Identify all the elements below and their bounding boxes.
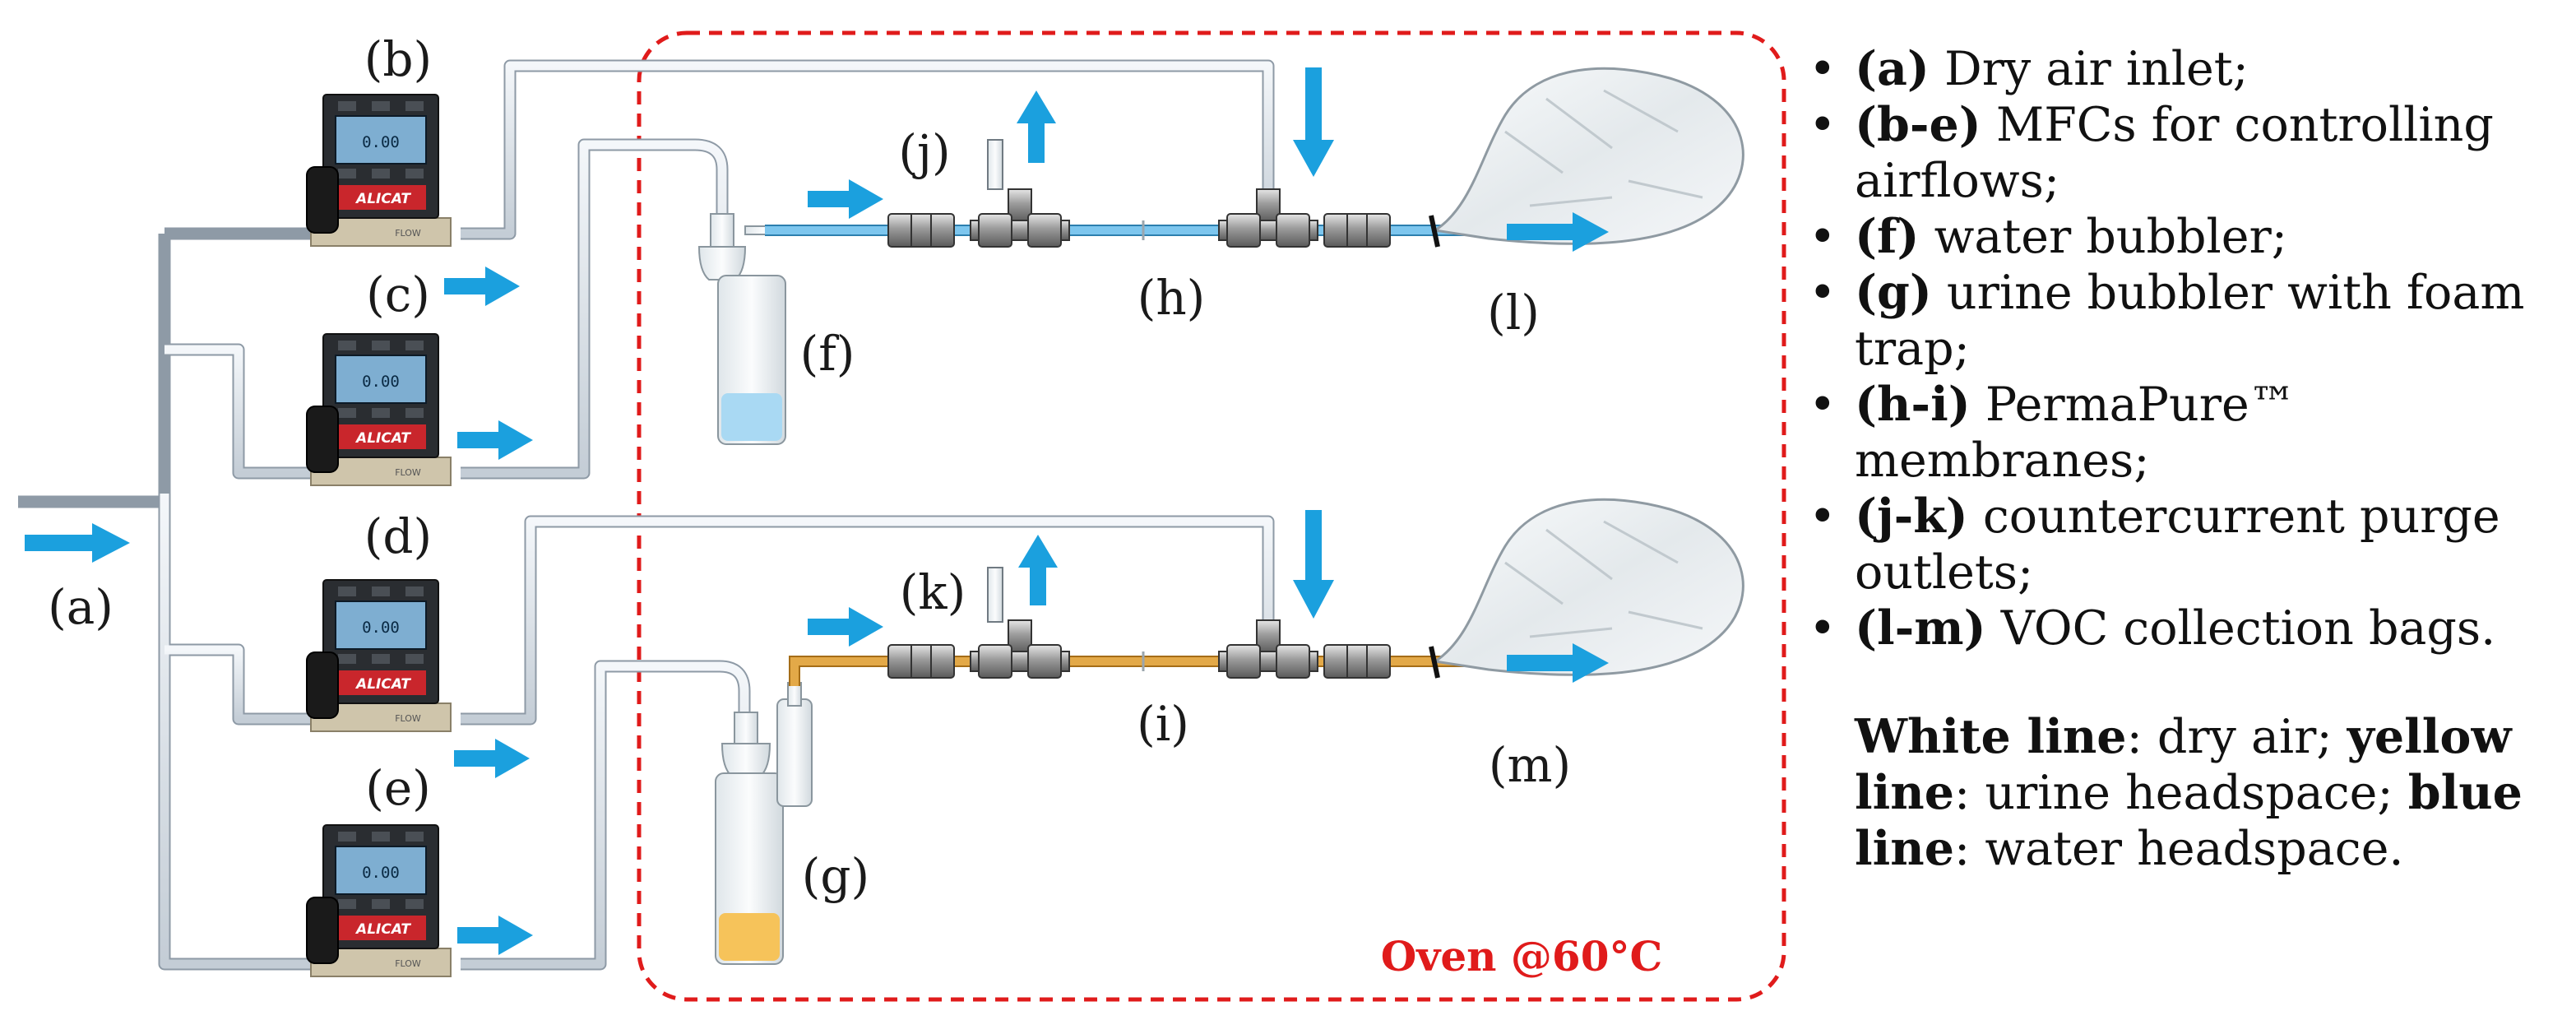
- voc-bag-m: [1429, 498, 1744, 679]
- oven-label: Oven @60°C: [1381, 932, 1663, 981]
- mfc-brand-label: ALICAT: [354, 430, 411, 447]
- legend-key: (a): [1855, 41, 1930, 96]
- label-e: (e): [365, 760, 431, 816]
- note-key-yellow: yellow line: [1855, 709, 2512, 820]
- union-left-i: [887, 644, 955, 679]
- mfc-display-value: 0.00: [362, 619, 400, 637]
- legend-item: (h-i) PermaPure™ membranes;: [1797, 377, 2570, 489]
- arrow-right-icon: [444, 267, 520, 306]
- legend-item: (a) Dry air inlet;: [1797, 41, 2570, 97]
- union-right-i: [1323, 644, 1391, 679]
- arrow-right-icon: [1507, 643, 1609, 683]
- label-b: (b): [364, 31, 432, 87]
- purge-outlet-k: [987, 567, 1003, 623]
- legend-item: (g) urine bubbler with foam trap;: [1797, 265, 2570, 377]
- mfc-display-value: 0.00: [362, 133, 400, 151]
- arrow-right-icon: [808, 179, 883, 219]
- legend-key: (b-e): [1855, 97, 1981, 152]
- mfc-brand-label: ALICAT: [354, 191, 411, 207]
- label-a: (a): [48, 579, 114, 635]
- mfc-flow-label: FLOW: [395, 467, 421, 478]
- legend-text: water bubbler;: [1934, 210, 2287, 264]
- voc-bag-l: [1429, 67, 1744, 248]
- legend-text: Dry air inlet;: [1944, 42, 2249, 96]
- legend-key: (f): [1855, 209, 1920, 264]
- label-f: (f): [800, 326, 855, 382]
- mfc-flow-label: FLOW: [395, 228, 421, 239]
- note-text-yellow: : urine headspace;: [1954, 766, 2393, 820]
- arrow-up-icon: [1017, 90, 1056, 163]
- mfc-brand-label: ALICAT: [354, 676, 411, 693]
- tee-right-h: [1218, 188, 1318, 248]
- arrow-right-icon: [1507, 212, 1609, 252]
- label-j: (j): [898, 124, 950, 180]
- note-text-water: water headspace.: [1985, 822, 2404, 876]
- label-k: (k): [900, 564, 966, 620]
- union-right-h: [1323, 213, 1391, 248]
- note-text-white: : dry air;: [2126, 710, 2333, 764]
- label-g: (g): [802, 848, 869, 904]
- label-m: (m): [1489, 737, 1571, 793]
- mfc-b: 0.00 ALICAT FLOW: [306, 94, 452, 247]
- purge-outlet-j: [987, 139, 1003, 190]
- mfc-e: 0.00 ALICAT FLOW: [306, 824, 452, 977]
- legend-list: (a) Dry air inlet; (b-e) MFCs for contro…: [1797, 41, 2570, 656]
- purge-tee-k: [970, 619, 1070, 679]
- mfc-c: 0.00 ALICAT FLOW: [306, 333, 452, 486]
- legend-key: (j-k): [1855, 489, 1968, 544]
- mfc-display-value: 0.00: [362, 373, 400, 391]
- legend-text: VOC collection bags.: [2000, 601, 2496, 656]
- mfc-display-value: 0.00: [362, 864, 400, 882]
- purge-tee-j: [970, 188, 1070, 248]
- label-i: (i): [1137, 696, 1189, 752]
- note-key-white: White line: [1855, 709, 2127, 764]
- arrow-right-icon: [457, 916, 533, 955]
- note-text-blue: :: [1954, 822, 1971, 876]
- note-key-blue: blue line: [1855, 765, 2523, 876]
- dry-air-tubing: [18, 59, 1275, 971]
- arrow-down-icon: [1293, 510, 1334, 619]
- line-color-note: White line: dry air; yellow line: urine …: [1855, 709, 2570, 877]
- tee-right-i: [1218, 619, 1318, 679]
- arrow-right-icon: [25, 523, 130, 563]
- legend-key: (l-m): [1855, 600, 1986, 656]
- legend-item: (f) water bubbler;: [1797, 209, 2570, 265]
- mfc-d: 0.00 ALICAT FLOW: [306, 579, 452, 732]
- mfc-flow-label: FLOW: [395, 713, 421, 724]
- legend-text: countercurrent purge outlets;: [1855, 489, 2500, 600]
- legend-text: PermaPure™ membranes;: [1855, 378, 2296, 488]
- mfc-flow-label: FLOW: [395, 958, 421, 969]
- legend-key: (h-i): [1855, 377, 1971, 432]
- legend-text: urine bubbler with foam trap;: [1855, 266, 2525, 376]
- label-l: (l): [1487, 285, 1540, 341]
- label-c: (c): [366, 267, 430, 322]
- mfc-brand-label: ALICAT: [354, 921, 411, 938]
- arrow-right-icon: [457, 420, 533, 460]
- label-d: (d): [364, 508, 432, 564]
- legend-text: MFCs for controlling airflows;: [1855, 98, 2494, 208]
- label-h: (h): [1137, 270, 1206, 326]
- flow-arrows: [25, 67, 1609, 955]
- water-bubbler: [697, 213, 786, 445]
- urine-bubbler: [715, 682, 813, 965]
- arrow-down-icon: [1293, 67, 1334, 177]
- legend-item: (l-m) VOC collection bags.: [1797, 600, 2570, 656]
- arrow-right-icon: [454, 739, 530, 778]
- legend-item: (b-e) MFCs for controlling airflows;: [1797, 97, 2570, 209]
- arrow-right-icon: [808, 607, 883, 647]
- arrow-up-icon: [1018, 535, 1058, 605]
- permapure-membrane-i: [887, 567, 1391, 679]
- legend-key: (g): [1855, 265, 1932, 320]
- legend-item: (j-k) countercurrent purge outlets;: [1797, 489, 2570, 600]
- permapure-membrane-h: [887, 139, 1391, 248]
- setup-diagram: 0.00 ALICAT FLOW 0.00 ALICAT FLOW 0.00 A…: [18, 30, 1786, 1002]
- union-left-h: [887, 213, 955, 248]
